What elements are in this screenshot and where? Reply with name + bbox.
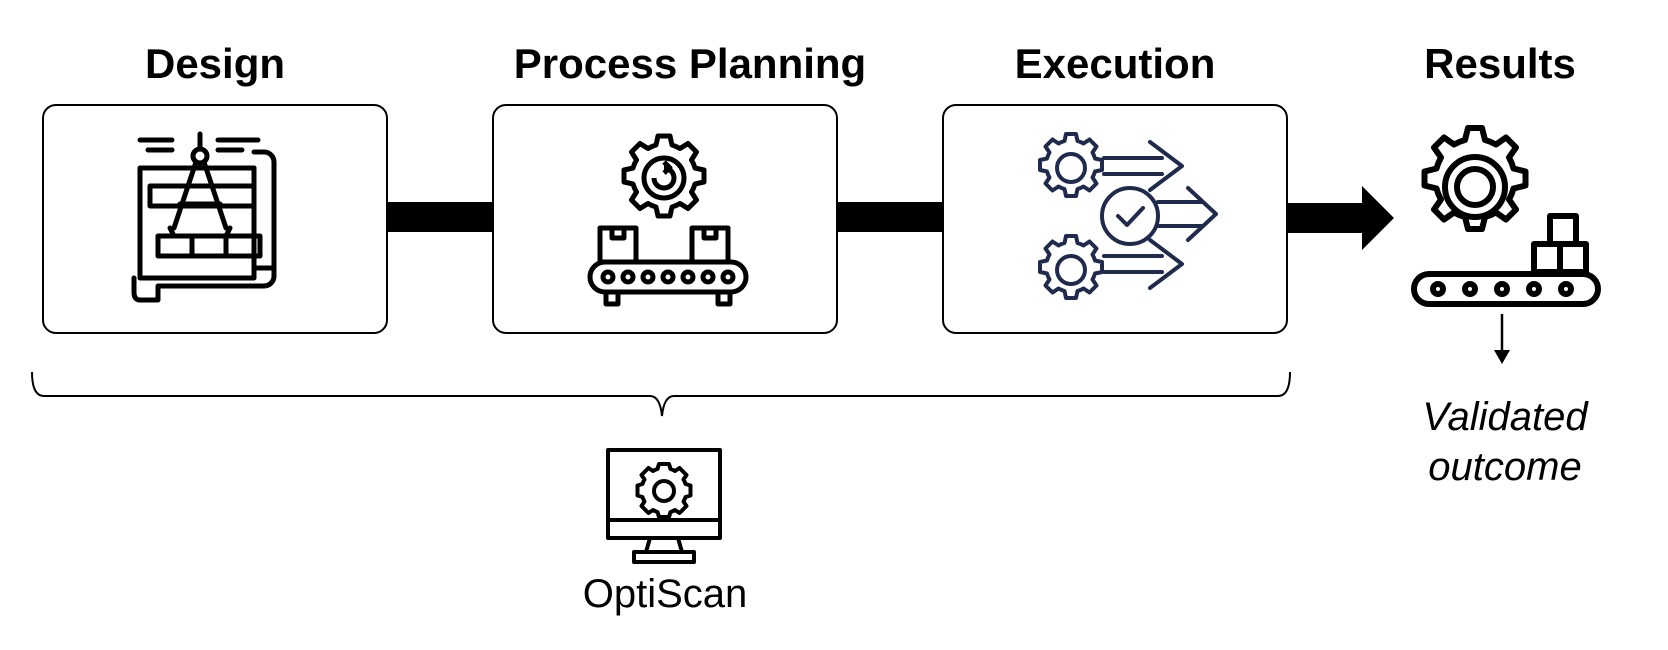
outcome-text: Validated outcome [1380,392,1630,492]
gear-conveyor-icon [587,133,749,307]
connector-design-planning [388,202,492,232]
stage-title-process-planning: Process Planning [513,40,867,87]
monitor-gear-icon [606,448,722,564]
stage-title-design: Design [144,40,286,87]
tool-label: OptiScan [582,572,748,616]
outcome-line-2: outcome [1428,445,1582,489]
stage-box-process-planning [492,104,838,334]
connector-planning-execution [838,202,942,232]
gear-conveyor-boxes-icon [1411,125,1601,307]
stages-bracket [31,371,1291,417]
blueprint-compass-icon [131,131,277,303]
outcome-line-1: Validated [1422,395,1588,439]
arrow-to-results [1288,186,1394,250]
stage-title-results: Results [1424,40,1576,87]
stage-box-design [42,104,388,334]
gears-check-arrows-icon [1038,132,1218,300]
arrow-down-to-outcome [1494,314,1510,364]
stage-box-execution [942,104,1288,334]
stage-title-execution: Execution [1014,40,1216,87]
